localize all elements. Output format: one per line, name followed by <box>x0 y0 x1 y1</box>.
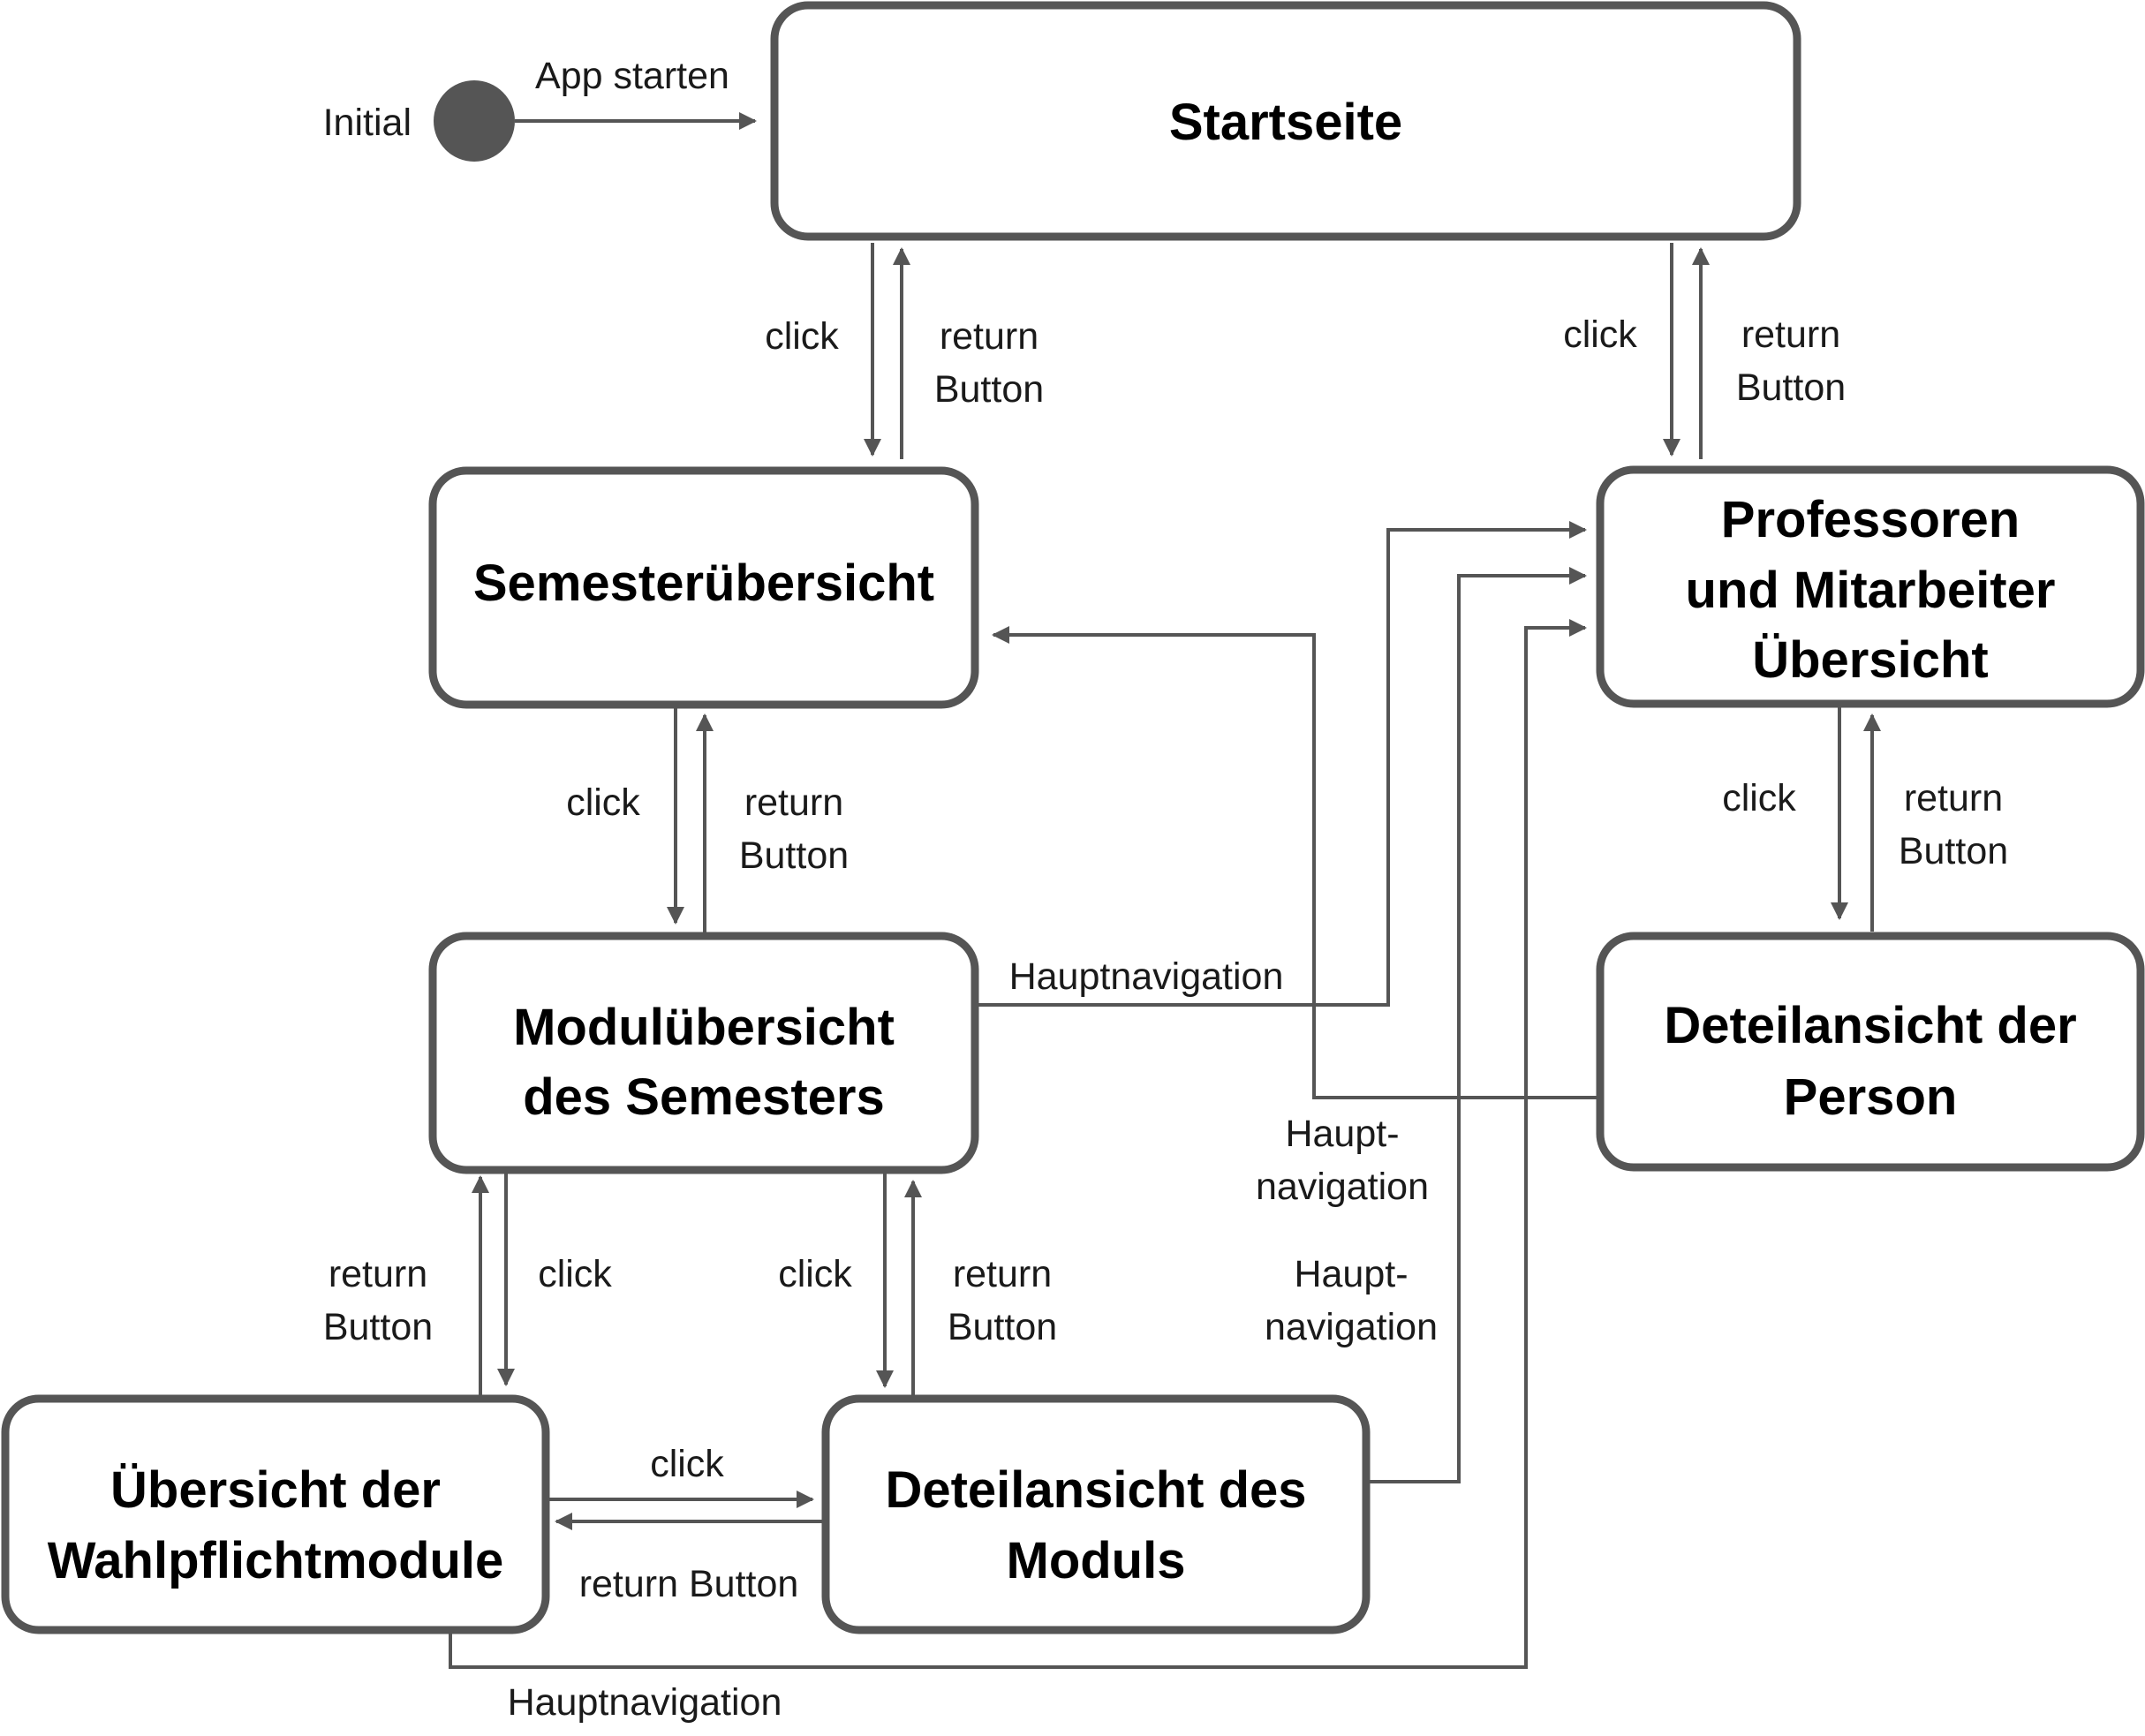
state-person-title-line2: Person <box>1784 1068 1958 1126</box>
state-person-box <box>1596 932 2145 1172</box>
state-professoren-title-line2: und Mitarbeiter <box>1686 562 2056 619</box>
label-return-semester-line1: return <box>940 315 1039 358</box>
state-professoren-box <box>1596 465 2145 708</box>
label-click-modul-moduldetail: click <box>778 1253 852 1295</box>
state-semester-title: Semesterübersicht <box>473 555 934 612</box>
label-return-wahlpflicht-line2: Button <box>323 1306 433 1348</box>
state-person-title-line1: Deteilansicht der <box>1664 997 2076 1054</box>
state-professoren-title-line3: Übersicht <box>1752 631 1989 689</box>
label-haupt-navigation-person-line2: navigation <box>1256 1166 1429 1208</box>
edge-modul-professoren-hauptnav <box>976 521 1587 1007</box>
label-return-wahlpflicht-line1: return <box>329 1253 427 1295</box>
edge-person-semester-hauptnav <box>992 626 1598 1099</box>
label-click-startseite-professoren: click <box>1563 313 1637 356</box>
label-haupt-navigation-person-line1: Haupt- <box>1285 1113 1399 1155</box>
state-modul-title-line2: des Semesters <box>523 1068 884 1126</box>
label-return-person-line2: Button <box>1899 830 2008 872</box>
edge-wahlpflicht-professoren-hauptnav <box>449 619 1587 1669</box>
label-return-modul-line1: return <box>744 781 843 824</box>
label-click-startseite-semester: click <box>765 315 839 358</box>
initial-node <box>434 80 515 162</box>
state-startseite-box <box>770 1 1801 241</box>
state-professoren-title-line1: Professoren <box>1721 491 2020 548</box>
label-click-wahlpflicht-moduldetail: click <box>650 1443 724 1485</box>
label-haupt-navigation-moduldetail-line2: navigation <box>1265 1306 1438 1348</box>
label-app-starten: App starten <box>535 55 729 97</box>
state-moduldetail-title-line1: Deteilansicht des <box>885 1461 1306 1519</box>
label-return-moduldetail-line1: return <box>953 1253 1052 1295</box>
label-return-professoren-line2: Button <box>1736 366 1846 409</box>
state-wahlpflicht-box <box>1 1394 550 1634</box>
label-hauptnavigation-wahlpflicht: Hauptnavigation <box>508 1681 782 1724</box>
label-return-moduldetail-line2: Button <box>948 1306 1057 1348</box>
state-wahlpflicht-title-line2: Wahlpflichtmodule <box>48 1532 504 1589</box>
state-wahlpflicht-title-line1: Übersicht der <box>110 1461 441 1519</box>
label-click-modul-wahlpflicht: click <box>538 1253 612 1295</box>
edge-moduldetail-professoren-hauptnav <box>1369 567 1587 1483</box>
label-return-professoren-line1: return <box>1741 313 1840 356</box>
state-modul-title-line1: Modulübersicht <box>513 999 895 1056</box>
state-moduldetail-box <box>821 1394 1371 1634</box>
label-return-button-moduldetail-wahlpflicht: return Button <box>579 1563 799 1605</box>
label-haupt-navigation-moduldetail-line1: Haupt- <box>1294 1253 1408 1295</box>
label-return-modul-line2: Button <box>739 834 849 877</box>
label-hauptnavigation-modul: Hauptnavigation <box>1009 955 1284 998</box>
state-semester-box <box>428 466 979 709</box>
label-click-semester-modul: click <box>566 781 640 824</box>
state-startseite-title: Startseite <box>1169 94 1402 151</box>
label-return-person-line1: return <box>1904 777 2003 819</box>
label-click-professoren-person: click <box>1722 777 1796 819</box>
initial-label: Initial <box>323 102 412 144</box>
state-modul-box <box>428 932 979 1174</box>
label-return-semester-line2: Button <box>934 368 1044 411</box>
state-moduldetail-title-line2: Moduls <box>1007 1532 1186 1589</box>
